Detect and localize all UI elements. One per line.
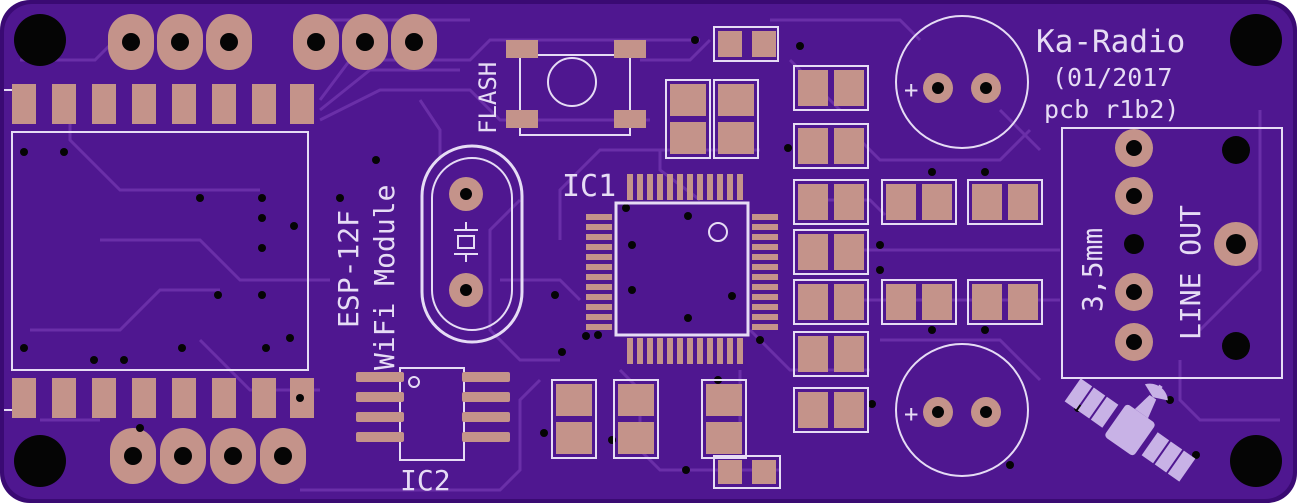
mounting-holes bbox=[14, 14, 1282, 487]
ic1-pin bbox=[647, 338, 653, 364]
satellite-icon bbox=[1064, 378, 1196, 482]
header-bottom bbox=[110, 428, 306, 484]
ic1-pin bbox=[657, 338, 663, 364]
ic1-pin bbox=[752, 274, 778, 280]
vias bbox=[20, 36, 1200, 474]
ic1-pin bbox=[752, 324, 778, 330]
ic1-pin bbox=[752, 294, 778, 300]
smd-components bbox=[551, 26, 1043, 489]
cap-polarity-top: + bbox=[904, 76, 918, 104]
esp-desc-label: WiFi Module bbox=[368, 185, 401, 370]
ic1-pin bbox=[687, 174, 693, 200]
ic1-pin bbox=[752, 264, 778, 270]
ic1-pin bbox=[752, 244, 778, 250]
ic1-pin bbox=[647, 174, 653, 200]
ic1-pin bbox=[586, 224, 612, 230]
ic1-pin bbox=[737, 174, 743, 200]
ic1-pin bbox=[677, 338, 683, 364]
crystal bbox=[420, 144, 524, 344]
ic1-pin bbox=[717, 174, 723, 200]
ic1-pin bbox=[657, 174, 663, 200]
ic1-pin bbox=[586, 294, 612, 300]
ic1-pin bbox=[586, 314, 612, 320]
ic1-pin bbox=[586, 264, 612, 270]
ic1-pin bbox=[677, 174, 683, 200]
ic1-pin bbox=[727, 338, 733, 364]
ic1-pin bbox=[697, 174, 703, 200]
ic1-pin bbox=[707, 174, 713, 200]
mounting-hole bbox=[1230, 14, 1282, 66]
board-date: (01/2017 bbox=[1052, 63, 1172, 92]
esp-model-label: ESP-12F bbox=[332, 210, 365, 328]
ic1-pin bbox=[586, 214, 612, 220]
capacitors bbox=[895, 15, 1029, 477]
flash-button bbox=[506, 40, 646, 136]
ic1-pin bbox=[586, 284, 612, 290]
ic1-pin bbox=[717, 338, 723, 364]
ic1-pin bbox=[697, 338, 703, 364]
ic1-pin bbox=[627, 338, 633, 364]
ic1-pin bbox=[752, 314, 778, 320]
ic1-pin bbox=[752, 224, 778, 230]
ic1-pin bbox=[752, 284, 778, 290]
ic1-label: IC1 bbox=[562, 169, 616, 204]
ic1-pin bbox=[752, 254, 778, 260]
ic1-pin bbox=[586, 254, 612, 260]
mounting-hole bbox=[14, 435, 66, 487]
ic1-pin bbox=[586, 234, 612, 240]
ic2-label: IC2 bbox=[400, 464, 451, 497]
mounting-hole bbox=[14, 14, 66, 66]
copper-traces bbox=[20, 18, 1280, 492]
flash-label: FLASH bbox=[474, 62, 502, 134]
ic1-pin bbox=[586, 324, 612, 330]
ic1-pin bbox=[637, 338, 643, 364]
ic1-pin bbox=[752, 214, 778, 220]
mounting-hole bbox=[1230, 435, 1282, 487]
ic1-pin bbox=[586, 304, 612, 310]
ic1-pin bbox=[667, 174, 673, 200]
esp-module bbox=[4, 84, 314, 418]
ic1-pin bbox=[687, 338, 693, 364]
ic1-pin bbox=[707, 338, 713, 364]
audio-jack bbox=[1061, 127, 1283, 379]
board-mask bbox=[4, 4, 1293, 499]
ic1-pin bbox=[752, 304, 778, 310]
ic1-pin bbox=[637, 174, 643, 200]
ic1-chip bbox=[586, 174, 778, 364]
cap-polarity-bottom: + bbox=[904, 400, 918, 428]
ic1-pin bbox=[667, 338, 673, 364]
ic1-pin bbox=[727, 174, 733, 200]
ic1-pin bbox=[752, 234, 778, 240]
ic1-pin bbox=[586, 244, 612, 250]
jack-size-label: 3,5mm bbox=[1076, 228, 1109, 312]
board-title: Ka-Radio bbox=[1036, 24, 1185, 60]
ic2-chip bbox=[356, 367, 510, 461]
ic1-pin bbox=[737, 338, 743, 364]
ic1-pin bbox=[586, 274, 612, 280]
header-top-left bbox=[108, 14, 437, 70]
line-out-label: LINE OUT bbox=[1174, 205, 1207, 340]
board-revision: pcb r1b2) bbox=[1044, 95, 1179, 124]
ic1-pin bbox=[627, 174, 633, 200]
